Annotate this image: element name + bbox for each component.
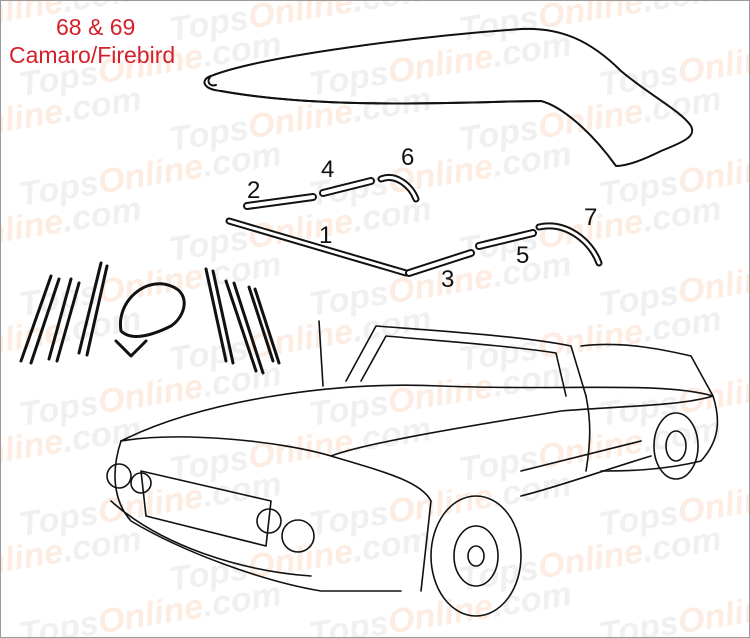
callout-6: 6 bbox=[401, 144, 415, 171]
weatherstrip-3 bbox=[405, 249, 475, 277]
pillar-seals-left bbox=[19, 261, 109, 365]
weatherstrip-1 bbox=[225, 217, 410, 277]
camaro-convertible-car bbox=[106, 320, 719, 617]
callout-4: 4 bbox=[321, 156, 335, 183]
watermark-text: TopsOnline.com bbox=[596, 575, 749, 637]
weatherstrip-7 bbox=[535, 222, 603, 267]
callout-1: 1 bbox=[319, 222, 333, 249]
callout-2: 2 bbox=[247, 177, 261, 204]
weatherstrip-6 bbox=[377, 174, 420, 203]
weatherstrip-4 bbox=[319, 177, 375, 197]
callout-7: 7 bbox=[584, 204, 598, 231]
title-years: 68 & 69 bbox=[56, 14, 136, 40]
windshield-seal bbox=[114, 282, 186, 358]
weatherstrip-2 bbox=[243, 193, 317, 210]
pillar-seals-right bbox=[204, 267, 281, 375]
callout-5: 5 bbox=[516, 242, 530, 269]
weatherstrip-5 bbox=[475, 229, 537, 250]
watermark-text: TopsOnline.com bbox=[166, 1, 434, 49]
convertible-top bbox=[203, 27, 694, 167]
callout-3: 3 bbox=[441, 266, 455, 293]
title-model: Camaro/Firebird bbox=[9, 42, 176, 68]
